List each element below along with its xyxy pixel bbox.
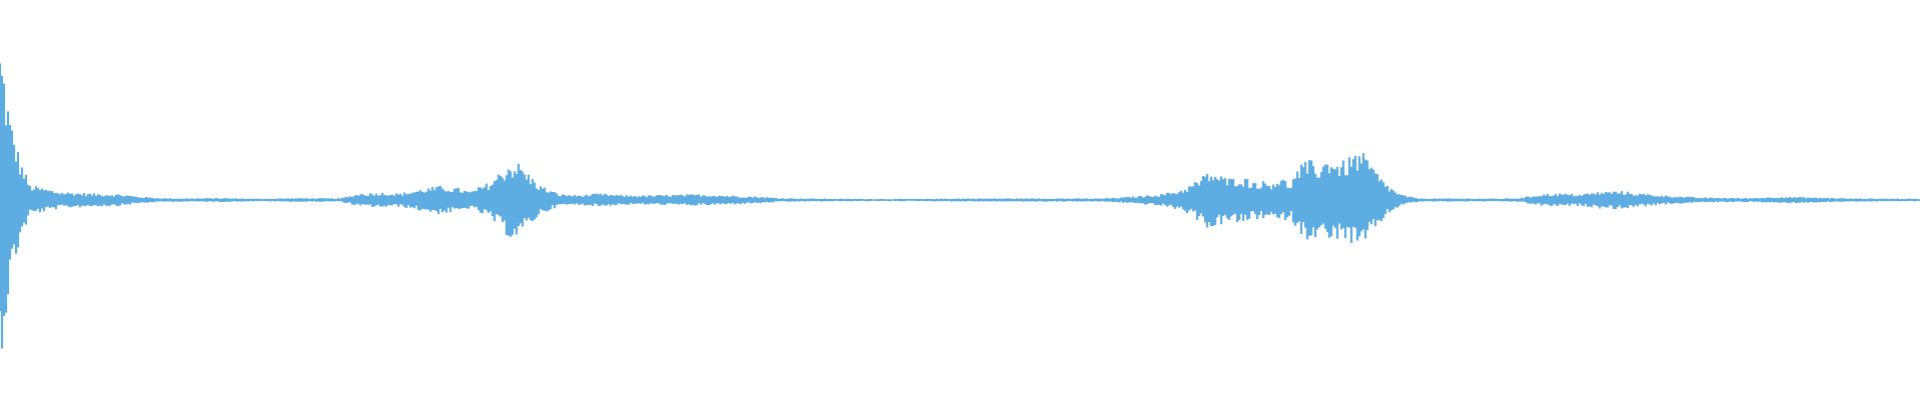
waveform-amplitude	[0, 63, 1920, 349]
